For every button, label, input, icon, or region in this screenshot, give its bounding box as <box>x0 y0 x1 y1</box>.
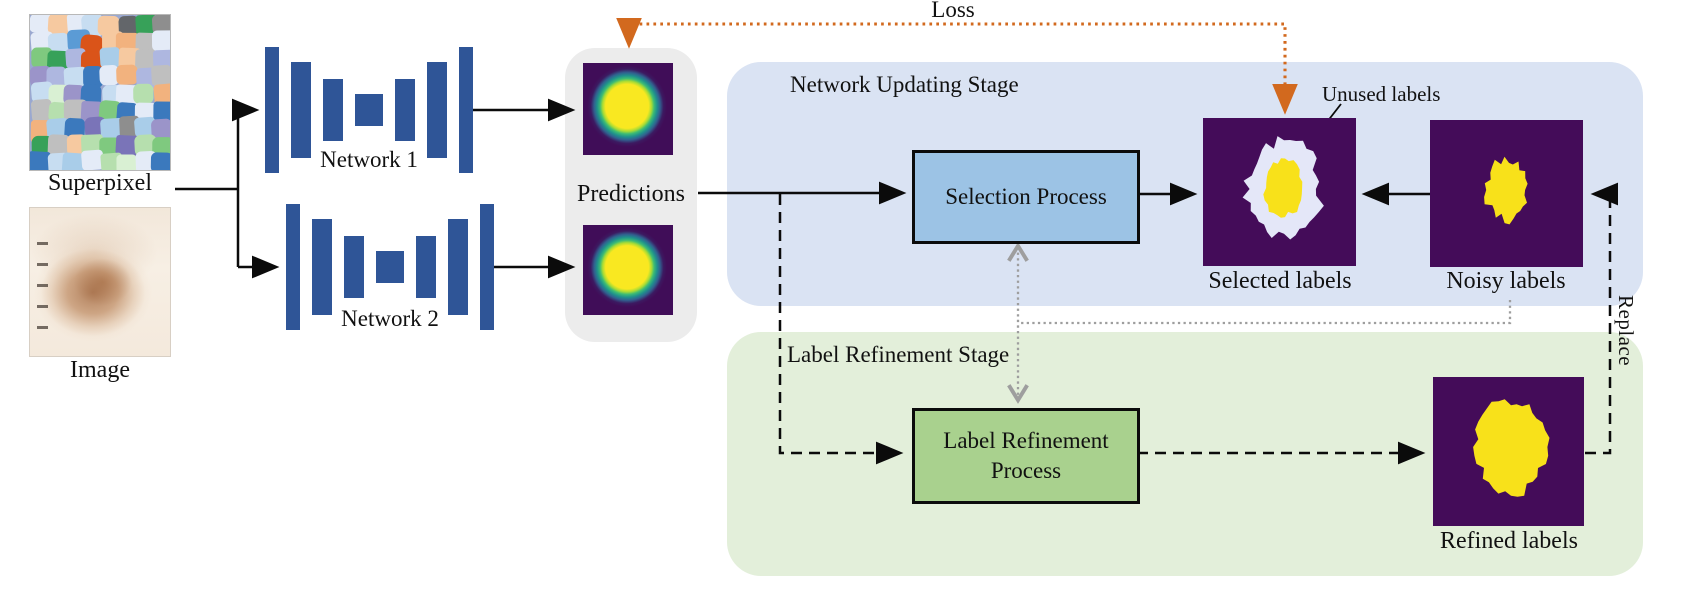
noisy-labels-caption: Noisy labels <box>1446 268 1566 294</box>
network-updating-stage-title: Network Updating Stage <box>790 72 1019 97</box>
arrow-inputs-to-networks <box>175 98 280 279</box>
prediction-map-2 <box>583 225 673 315</box>
unet-bar <box>323 79 343 141</box>
image-caption: Image <box>70 357 130 383</box>
arrow-predictions-to-refinement <box>778 194 904 465</box>
network2-label: Network 2 <box>341 306 439 331</box>
unet-bar <box>459 47 473 173</box>
label-refinement-process-label: Label Refinement Process <box>943 427 1109 483</box>
superpixel-image <box>29 14 171 171</box>
unet-bar <box>480 204 494 330</box>
unet-bar <box>286 204 300 330</box>
refined-labels-caption: Refined labels <box>1440 528 1578 554</box>
superpixel-mosaic <box>30 15 170 170</box>
unet-bar <box>312 219 332 315</box>
unet-bar <box>395 79 415 141</box>
ruler-ticks <box>37 242 48 342</box>
selection-process-box: Selection Process <box>912 150 1140 244</box>
unet-bar <box>427 62 447 158</box>
selection-process-label: Selection Process <box>945 183 1107 209</box>
replace-label: Replace <box>1614 295 1638 367</box>
noisy-labels-image <box>1430 120 1583 267</box>
network1-label: Network 1 <box>320 147 418 172</box>
label-refinement-process-box: Label Refinement Process <box>912 408 1140 504</box>
unet-bar <box>376 251 404 283</box>
unet-bar <box>344 236 364 298</box>
selected-labels-caption: Selected labels <box>1208 268 1352 294</box>
arrow-loss-feedback <box>616 17 1298 115</box>
dermoscopy-image <box>29 207 171 357</box>
predictions-caption: Predictions <box>577 181 685 207</box>
refined-labels-image <box>1433 377 1584 526</box>
label-refinement-stage-title: Label Refinement Stage <box>787 342 1010 367</box>
superpixel-caption: Superpixel <box>48 170 152 196</box>
unet-bar <box>448 219 468 315</box>
unet-diagram-2 <box>286 204 494 330</box>
unet-diagram-1 <box>265 47 473 173</box>
connector-noisy-to-processes-horizontal <box>1018 300 1512 325</box>
unet-bar <box>416 236 436 298</box>
unet-bar <box>291 62 311 158</box>
arrow-replace-refined-to-noisy <box>1585 182 1619 455</box>
unet-bar <box>355 94 383 126</box>
unused-labels-annotation: Unused labels <box>1322 82 1441 106</box>
loss-label: Loss <box>931 0 975 22</box>
prediction-map-1 <box>583 63 673 155</box>
unet-bar <box>265 47 279 173</box>
selected-labels-image <box>1203 118 1356 266</box>
